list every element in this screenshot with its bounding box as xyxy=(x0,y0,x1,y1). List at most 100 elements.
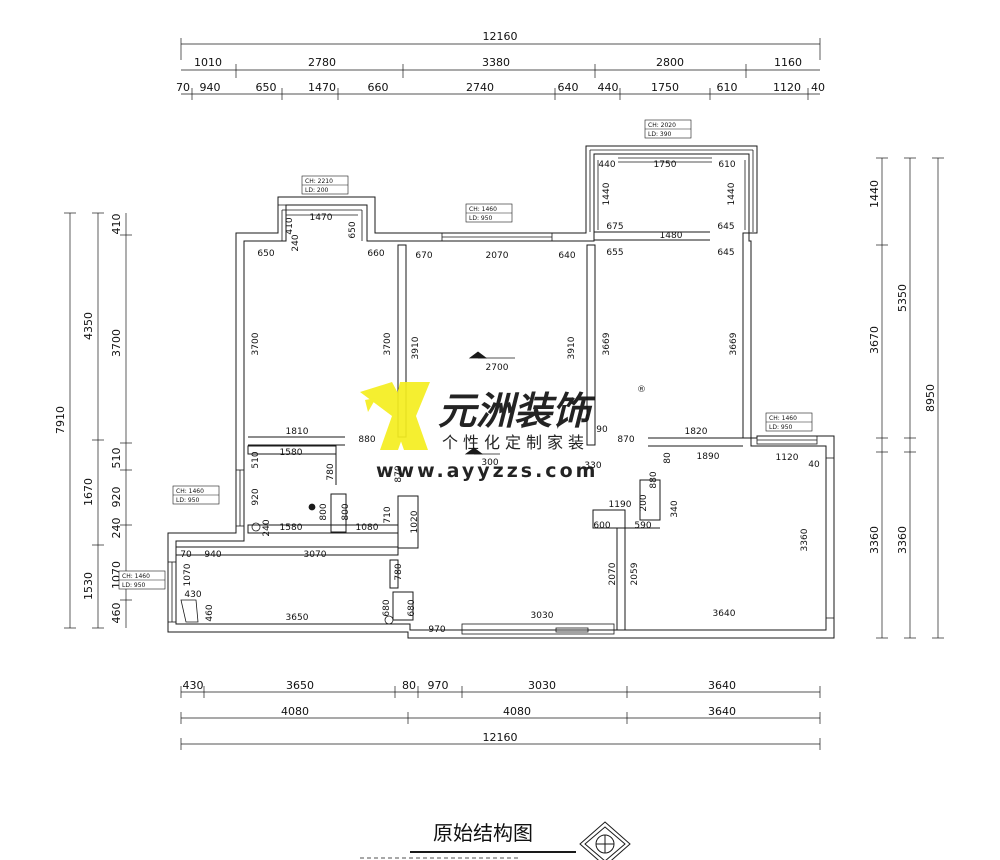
dim-label: 1120 xyxy=(776,453,799,463)
dim-label: 80 xyxy=(663,452,673,464)
drawing-title-block: 原始结构图 xyxy=(360,821,631,860)
brand-name: 元洲装饰 xyxy=(438,389,596,433)
dim-bottom-r2: 4080 xyxy=(503,705,531,718)
dim-left-r1: 4350 xyxy=(82,312,95,340)
dim-bottom-r1: 430 xyxy=(183,679,204,692)
svg-text:CH: 2020: CH: 2020 xyxy=(648,122,676,129)
dim-label: 920 xyxy=(251,488,261,505)
dim-bottom-r1: 80 xyxy=(402,679,416,692)
dim-label: 650 xyxy=(348,221,358,238)
dim-left-r1: 1530 xyxy=(82,572,95,600)
dim-label: 590 xyxy=(634,521,651,531)
dim-label: 3030 xyxy=(531,611,554,621)
dim-label: 1890 xyxy=(697,452,720,462)
brand-url: www.ayyzzs.com xyxy=(376,460,598,482)
dim-overall-right: 8950 xyxy=(924,384,937,412)
dim-top-r1: 2780 xyxy=(308,56,336,69)
dim-label: 2059 xyxy=(630,562,640,585)
dim-label: 2070 xyxy=(486,251,509,261)
dim-label: 410 xyxy=(285,217,295,234)
dim-left-r2: 920 xyxy=(110,487,123,508)
dim-label: 300 xyxy=(481,458,498,468)
window-tag: CH: 2020 LD: 390 xyxy=(644,119,692,139)
dim-left-r1: 1670 xyxy=(82,478,95,506)
dim-label: 3669 xyxy=(729,332,739,355)
dim-left-r2: 240 xyxy=(110,518,123,539)
dim-top-r2: 940 xyxy=(200,81,221,94)
dim-left-r2: 460 xyxy=(110,603,123,624)
dim-label: 880 xyxy=(649,471,659,488)
dim-bottom-r2: 3640 xyxy=(708,705,736,718)
window-tag: CH: 1460 LD: 950 xyxy=(172,485,220,505)
dim-label: 510 xyxy=(251,451,261,468)
dim-top-r2: 40 xyxy=(811,81,825,94)
interior-dimensions: 1470 410 240 650 650 660 3700 3700 1810 … xyxy=(180,160,820,635)
dim-top-r2: 1470 xyxy=(308,81,336,94)
dim-label: 1080 xyxy=(356,523,379,533)
dim-label: 675 xyxy=(606,222,623,232)
dim-label: 610 xyxy=(718,160,735,170)
dim-label: 460 xyxy=(205,604,215,621)
compass-icon xyxy=(579,821,631,860)
dim-right-r1: 3360 xyxy=(896,526,909,554)
dim-label: 800 xyxy=(341,503,351,520)
dim-label: 2070 xyxy=(608,562,618,585)
dim-label: 600 xyxy=(593,521,610,531)
dim-label: 670 xyxy=(415,251,432,261)
dim-label: 330 xyxy=(584,461,601,471)
dim-label: 1070 xyxy=(183,563,193,586)
svg-text:LD: 950: LD: 950 xyxy=(769,424,793,431)
dim-label: 1190 xyxy=(609,500,632,510)
dim-top-r1: 1010 xyxy=(194,56,222,69)
dim-label: 645 xyxy=(717,248,734,258)
dim-top-r2: 610 xyxy=(717,81,738,94)
dim-left-r2: 3700 xyxy=(110,329,123,357)
svg-text:CH: 1460: CH: 1460 xyxy=(469,206,497,213)
dim-label: 880 xyxy=(358,435,375,445)
dim-label: 970 xyxy=(428,625,445,635)
svg-text:CH: 1460: CH: 1460 xyxy=(176,488,204,495)
window-tag: CH: 1460 LD: 950 xyxy=(765,412,813,432)
dim-label: 3700 xyxy=(251,332,261,355)
dim-top-r2: 660 xyxy=(368,81,389,94)
dim-right-r2: 3360 xyxy=(868,526,881,554)
dim-label: 200 xyxy=(639,494,649,511)
dim-label: 70 xyxy=(180,550,192,560)
drawing-title: 原始结构图 xyxy=(433,821,533,845)
dim-label: 1440 xyxy=(602,182,612,205)
dim-label: 2700 xyxy=(486,363,509,373)
dim-label: 640 xyxy=(558,251,575,261)
dim-top-r2: 650 xyxy=(256,81,277,94)
svg-text:LD: 950: LD: 950 xyxy=(122,582,146,589)
dim-label: 780 xyxy=(394,563,404,580)
dim-bottom-r1: 3030 xyxy=(528,679,556,692)
dim-label: 1580 xyxy=(280,523,303,533)
dim-label: 340 xyxy=(670,500,680,517)
dim-overall-top: 12160 xyxy=(483,30,518,43)
dim-top-r2: 70 xyxy=(176,81,190,94)
dim-label: 3070 xyxy=(304,550,327,560)
dim-label: 660 xyxy=(367,249,384,259)
dim-left-r2: 410 xyxy=(110,214,123,235)
svg-text:CH: 2210: CH: 2210 xyxy=(305,178,333,185)
beam-marker-icon xyxy=(468,351,488,359)
svg-text:LD: 200: LD: 200 xyxy=(305,187,329,194)
brand-logo-icon xyxy=(360,382,430,450)
dim-label: 1480 xyxy=(660,231,683,241)
dim-bottom-r1: 3650 xyxy=(286,679,314,692)
window-tag: CH: 2210 LD: 200 xyxy=(301,175,349,195)
svg-text:CH: 1460: CH: 1460 xyxy=(769,415,797,422)
dim-right-r2: 1440 xyxy=(868,180,881,208)
window-tag: CH: 1460 LD: 950 xyxy=(465,203,513,223)
right-dimensions: 8950 5350 3360 1440 3670 3360 xyxy=(868,180,937,554)
dim-label: 650 xyxy=(257,249,274,259)
dim-right-r1: 5350 xyxy=(896,284,909,312)
dim-label: 3640 xyxy=(713,609,736,619)
dim-bottom-r2: 4080 xyxy=(281,705,309,718)
dim-label: 1020 xyxy=(410,510,420,533)
dim-right-r2: 3670 xyxy=(868,326,881,354)
dim-label: 940 xyxy=(204,550,221,560)
dim-label: 3910 xyxy=(411,336,421,359)
windows xyxy=(167,149,835,635)
